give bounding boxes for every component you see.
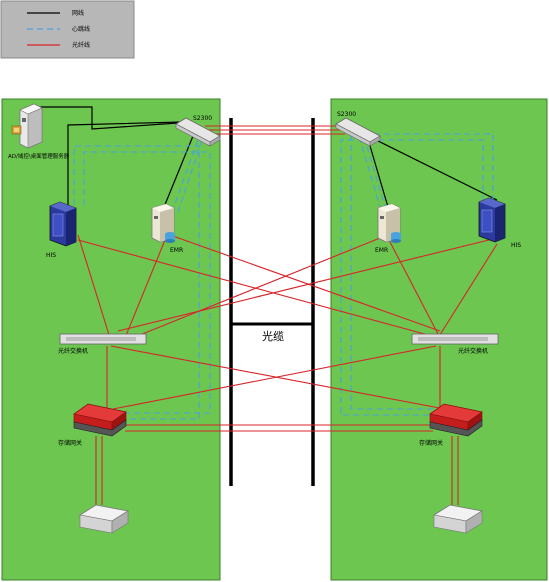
left-switch-label: S2300 [193, 115, 212, 122]
left-gateway-label: 存储网关 [58, 439, 82, 447]
right-his-label: HIS [511, 242, 521, 249]
left-fc-switch-icon[interactable] [59, 333, 147, 345]
right-switch-label: S2300 [337, 111, 356, 118]
heartbeat-lines [73, 130, 494, 420]
right-emr-icon[interactable] [377, 203, 401, 243]
ad-server-icon[interactable] [11, 103, 43, 149]
right-storage-icon[interactable] [432, 504, 484, 534]
legend-heartbeat-label: 心跳线 [72, 25, 90, 33]
left-emr-icon[interactable] [151, 203, 175, 243]
left-his-icon[interactable] [49, 201, 77, 247]
right-gateway-label: 存储网关 [419, 439, 443, 447]
left-gateway-icon[interactable] [73, 403, 127, 437]
left-switch-icon[interactable] [175, 117, 221, 147]
right-switch-icon[interactable] [335, 117, 381, 147]
right-gateway-icon[interactable] [429, 403, 483, 437]
legend-network-label: 网线 [72, 9, 84, 17]
legend-fiber-label: 光纤线 [72, 41, 90, 49]
right-his-icon[interactable] [478, 197, 506, 243]
right-fc-switch-icon[interactable] [411, 333, 499, 345]
cable-label: 光缆 [262, 329, 284, 343]
network-lines [34, 106, 498, 208]
left-storage-icon[interactable] [78, 504, 130, 534]
left-his-label: HIS [46, 252, 56, 259]
fiber-lines [77, 125, 498, 505]
ad-server-label: AD/域控\桌面管理服务器 [8, 152, 70, 160]
legend: 网线 心跳线 光纤线 [0, 0, 135, 59]
right-emr-label: EMR [375, 247, 388, 254]
left-fc-switch-label: 光纤交换机 [58, 347, 88, 355]
left-emr-label: EMR [170, 247, 183, 254]
right-fc-switch-label: 光纤交换机 [458, 347, 488, 355]
